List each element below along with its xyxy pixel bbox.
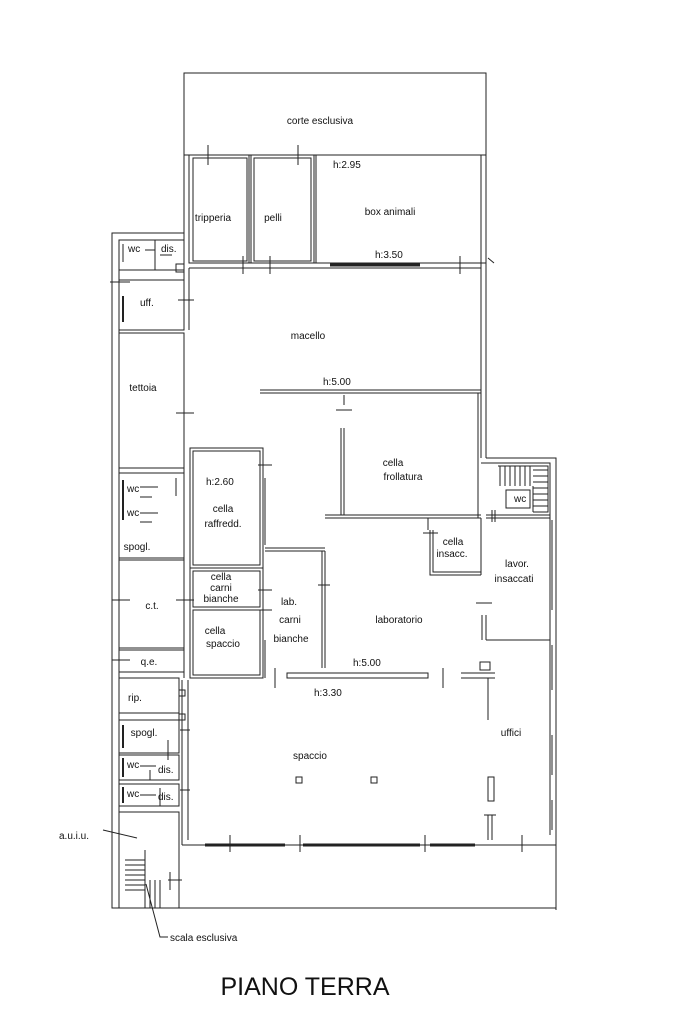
room-label-cella-carni-bianche: cella [211, 572, 232, 583]
room-label-lab-carni-bianche: bianche [273, 634, 308, 645]
room-label-ct: c.t. [145, 601, 158, 612]
cella-insacc-walls [423, 518, 482, 576]
cold-rooms-walls [189, 551, 330, 688]
room-label-corte: corte esclusiva [287, 116, 354, 127]
left-middle-rooms [112, 472, 194, 673]
room-label-cella-carni-bianche: bianche [203, 594, 238, 605]
room-label-auiu: a.u.i.u. [59, 831, 89, 842]
room-label-laboratorio: laboratorio [375, 615, 423, 626]
height-label: h:3.30 [314, 688, 342, 699]
room-label-cella-raffredd: raffredd. [204, 519, 241, 530]
height-label: h:5.00 [323, 377, 351, 388]
room-label-dis: dis. [158, 792, 174, 803]
room-label-macello: macello [291, 331, 326, 342]
leader-lines [102, 829, 168, 938]
cella-raffredd-walls [189, 447, 325, 569]
room-label-cella-raffredd: cella [213, 504, 234, 515]
room-label-spaccio: spaccio [293, 751, 327, 762]
room-label-cella-frollatura: frollatura [384, 472, 423, 483]
room-label-spogl: spogl. [124, 542, 151, 553]
room-label-tettoia: tettoia [129, 383, 157, 394]
stair-lavor-icon [498, 465, 549, 513]
room-label-dis: dis. [158, 765, 174, 776]
laboratorio-walls [286, 661, 495, 720]
room-label-scala-esclusiva: scala esclusiva [170, 933, 238, 944]
room-label-lab-carni-bianche: lab. [281, 597, 297, 608]
room-label-wc: wc [126, 789, 139, 800]
room-label-tripperia: tripperia [195, 213, 232, 224]
macello-walls [118, 268, 481, 519]
room-label-qe: q.e. [141, 657, 158, 668]
room-label-dis: dis. [161, 244, 177, 255]
room-labels: corte esclusiva tripperia pelli box anim… [59, 116, 533, 944]
spaccio-walls [229, 520, 553, 852]
plan-title: PIANO TERRA [220, 973, 389, 1001]
room-label-box-animali: box animali [365, 207, 416, 218]
height-label: h:3.50 [375, 250, 403, 261]
left-upper-rooms [110, 239, 194, 331]
room-label-wc: wc [127, 244, 140, 255]
top-rooms-walls [188, 145, 495, 274]
room-label-lavor-insaccati: lavor. [505, 559, 529, 570]
room-label-uffici: uffici [501, 728, 521, 739]
room-label-spogl: spogl. [131, 728, 158, 739]
stair-scala-icon [118, 811, 182, 909]
height-label: h:2.60 [206, 477, 234, 488]
room-label-lavor-insaccati: insaccati [495, 574, 534, 585]
height-label: h:5.00 [353, 658, 381, 669]
left-lower-rooms [118, 470, 190, 845]
room-label-wc: wc [126, 484, 139, 495]
room-label-uff: uff. [140, 298, 154, 309]
room-label-rip: rip. [128, 693, 142, 704]
lavor-insaccati-walls [476, 489, 550, 641]
room-label-wc: wc [126, 760, 139, 771]
room-label-cella-carni-bianche: carni [210, 583, 232, 594]
room-label-cella-insacc: cella [443, 537, 464, 548]
room-label-cella-frollatura: cella [383, 458, 404, 469]
room-label-wc: wc [513, 494, 526, 505]
room-label-wc: wc [126, 508, 139, 519]
room-label-pelli: pelli [264, 213, 282, 224]
room-label-cella-insacc: insacc. [436, 549, 467, 560]
room-label-lab-carni-bianche: carni [279, 615, 301, 626]
room-label-cella-spaccio: spaccio [206, 639, 240, 650]
height-label: h:2.95 [333, 160, 361, 171]
room-label-cella-spaccio: cella [205, 626, 226, 637]
